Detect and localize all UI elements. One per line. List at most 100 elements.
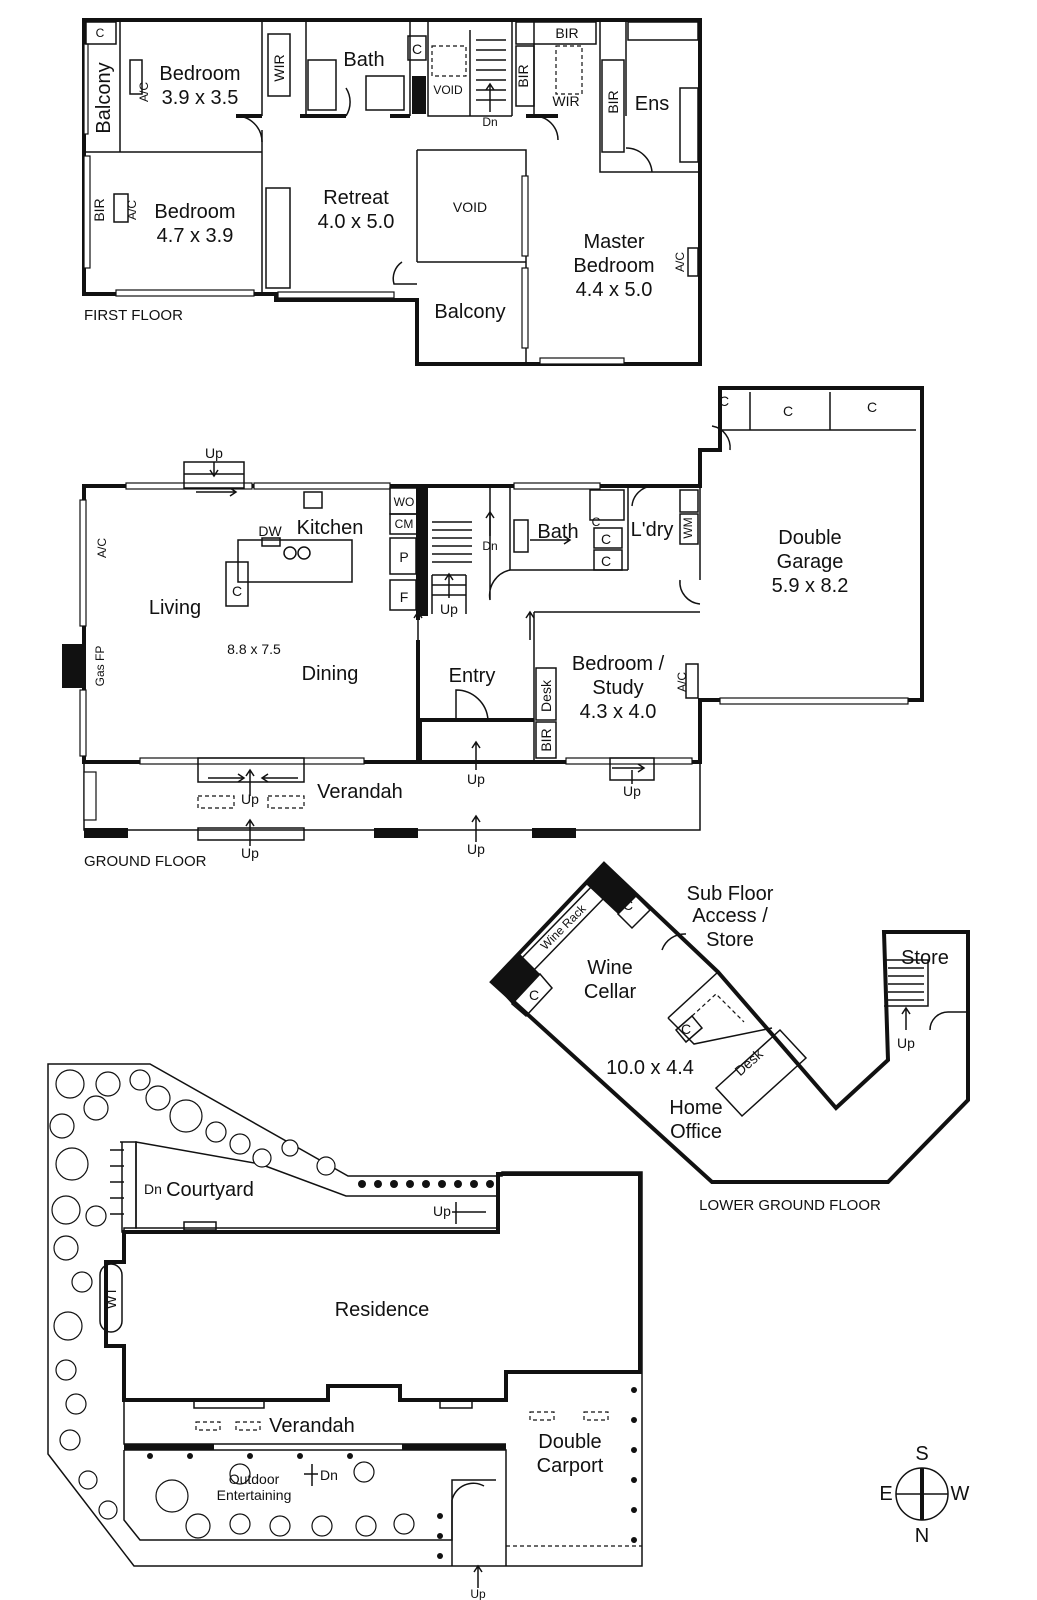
living-label: Living: [149, 597, 201, 619]
ensuite-label: Ens: [635, 93, 669, 115]
store-label: Store: [901, 947, 949, 969]
up-label: Up: [205, 445, 223, 461]
gas-fireplace-label: Gas FP: [93, 646, 107, 687]
bedroom-2-label: Bedroom: [154, 201, 235, 223]
closet-label: C: [783, 403, 793, 419]
wall-oven-label: WO: [394, 495, 415, 509]
garage-label-2: Garage: [777, 551, 844, 573]
stairs-down-label: Dn: [482, 115, 497, 129]
sub-floor-label-2: Access /: [692, 905, 768, 927]
outdoor-entertaining-label: Outdoor: [229, 1471, 280, 1487]
retreat-size: 4.0 x 5.0: [318, 211, 395, 233]
carport-label: Double: [538, 1431, 601, 1453]
kitchen-label: Kitchen: [297, 517, 364, 539]
void-small-label: VOID: [433, 83, 463, 97]
void-label: VOID: [453, 199, 487, 215]
up-label: Up: [433, 1203, 451, 1219]
lower-ground-floor-title: LOWER GROUND FLOOR: [699, 1197, 881, 1214]
compass-east-label: E: [879, 1483, 892, 1505]
retreat-label: Retreat: [323, 187, 389, 209]
balcony-label: Balcony: [434, 301, 505, 323]
closet-label: C: [592, 515, 601, 529]
bedroom-2-size: 4.7 x 3.9: [157, 225, 234, 247]
site-plan: Dn Courtyard Up WT Residence Verandah Ou…: [47, 1063, 643, 1600]
master-bedroom-label-2: Bedroom: [573, 255, 654, 277]
bath-label: Bath: [343, 49, 384, 71]
island-closet-label: C: [232, 583, 242, 599]
down-label: Dn: [144, 1181, 162, 1197]
water-tank-label: WT: [103, 1287, 119, 1309]
ground-floor-stairs: [418, 486, 511, 616]
residence-label: Residence: [335, 1299, 430, 1321]
first-floor-title: FIRST FLOOR: [84, 307, 183, 324]
bir-label: BIR: [605, 90, 621, 113]
ac-label: A/C: [675, 672, 689, 692]
landscape-trees: [49, 1069, 415, 1539]
compass-north-label: N: [915, 1525, 929, 1547]
carport-label-2: Carport: [537, 1455, 604, 1477]
verandah-label: Verandah: [317, 781, 403, 803]
up-label: Up: [440, 601, 458, 617]
ac-label: A/C: [673, 252, 687, 272]
wine-cellar-label-2: Cellar: [584, 981, 637, 1003]
fridge-label: F: [400, 589, 409, 605]
ground-floor: Up Kitchen DW WO CM P F C A/C Living 8.8…: [62, 386, 924, 870]
wir-label: WIR: [271, 54, 287, 81]
compass-south-label: S: [915, 1443, 928, 1465]
study-label-2: Study: [592, 677, 643, 699]
cellar-size: 10.0 x 4.4: [606, 1057, 694, 1079]
master-bedroom-label: Master: [583, 231, 644, 253]
bir-label: BIR: [555, 25, 578, 41]
compass: S N E W: [879, 1443, 969, 1547]
bir-label: BIR: [91, 198, 107, 221]
entry-label: Entry: [449, 665, 496, 687]
desk-label: Desk: [731, 1045, 766, 1079]
study-size: 4.3 x 4.0: [580, 701, 657, 723]
bir-label: BIR: [515, 64, 531, 87]
laundry-label: L'dry: [631, 519, 674, 541]
courtyard-label: Courtyard: [166, 1179, 254, 1201]
lower-ground-floor: Wine Rack C C C Wine Cellar 10.0 x 4.4 S…: [489, 861, 970, 1214]
dining-label: Dining: [302, 663, 359, 685]
dishwasher-label: DW: [258, 523, 282, 539]
up-label: Up: [467, 771, 485, 787]
up-label: Up: [241, 791, 259, 807]
bedroom-1-size: 3.9 x 3.5: [162, 87, 239, 109]
sub-floor-label: Sub Floor: [687, 883, 774, 905]
ac-label: A/C: [125, 200, 139, 220]
up-label: Up: [241, 845, 259, 861]
down-label: Dn: [320, 1467, 338, 1483]
wir-label: WIR: [552, 93, 579, 109]
bath-label: Bath: [537, 521, 578, 543]
sub-floor-label-3: Store: [706, 929, 754, 951]
up-label: Up: [470, 1587, 486, 1600]
bedroom-1-label: Bedroom: [159, 63, 240, 85]
washing-machine-label: WM: [681, 517, 695, 538]
home-office-label: Home: [669, 1097, 722, 1119]
living-size: 8.8 x 7.5: [227, 641, 281, 657]
landscape-shrubs: [147, 1180, 637, 1559]
closet-label: C: [623, 897, 633, 913]
garage-size: 5.9 x 8.2: [772, 575, 849, 597]
closet-label: C: [867, 399, 877, 415]
coffee-machine-label: CM: [395, 517, 414, 531]
closet-label: C: [412, 41, 422, 57]
up-label: Up: [623, 783, 641, 799]
closet-label: C: [601, 553, 611, 569]
study-label: Bedroom /: [572, 653, 665, 675]
closet-label: C: [681, 1021, 691, 1037]
pantry-label: P: [399, 549, 408, 565]
ac-label: A/C: [137, 82, 151, 102]
master-bedroom-size: 4.4 x 5.0: [576, 279, 653, 301]
closet-label: C: [96, 26, 105, 40]
ac-label: A/C: [95, 538, 109, 558]
closet-label: C: [601, 531, 611, 547]
wine-cellar-label: Wine: [587, 957, 633, 979]
first-floor: C Balcony A/C Bedroom 3.9 x 3.5 WIR Bath…: [82, 18, 702, 366]
garage-label: Double: [778, 527, 841, 549]
side-balcony-label: Balcony: [93, 62, 115, 133]
up-label: Up: [467, 841, 485, 857]
stairs-down-label: Dn: [482, 539, 497, 553]
compass-west-label: W: [951, 1483, 970, 1505]
